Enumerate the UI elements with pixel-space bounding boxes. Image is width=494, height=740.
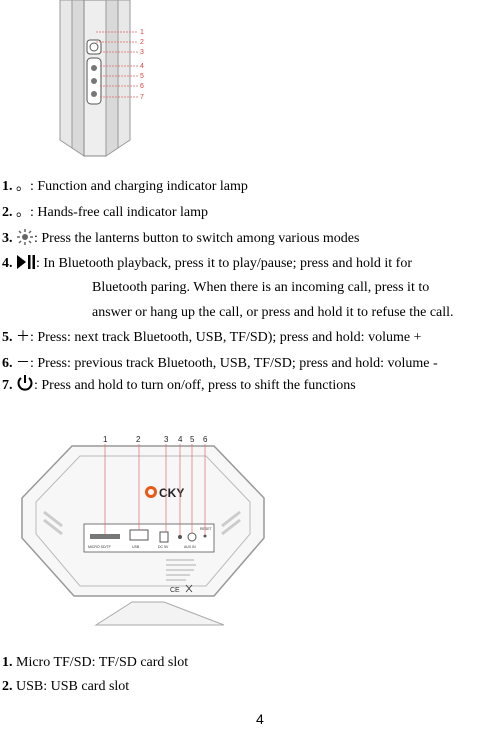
list-item-6: 6. －: Press: previous track Bluetooth, U… bbox=[2, 356, 438, 371]
port-label: DC 5V bbox=[158, 545, 169, 549]
callout-label: 2 bbox=[136, 435, 141, 444]
ce-mark: CE bbox=[170, 587, 180, 594]
callout-label: 6 bbox=[140, 83, 144, 90]
brand-logo: CKY bbox=[145, 486, 184, 500]
play-pause-icon bbox=[17, 255, 35, 269]
callout-label: 5 bbox=[140, 73, 144, 80]
plus-symbol: ＋ bbox=[16, 330, 30, 345]
indicator-dot-symbol: 。 bbox=[16, 179, 30, 194]
callout-label: 7 bbox=[140, 94, 144, 101]
svg-text:CKY: CKY bbox=[159, 486, 184, 500]
list-item-4-continuation: answer or hang up the call, or press and… bbox=[92, 305, 454, 320]
list-item-7: 7. : Press and hold to turn on/off, pres… bbox=[2, 374, 356, 395]
callout-label: 1 bbox=[140, 29, 144, 36]
callout-label: 4 bbox=[178, 435, 183, 444]
power-icon bbox=[17, 375, 33, 391]
minus-symbol: － bbox=[16, 356, 30, 371]
callout-label: 5 bbox=[190, 435, 195, 444]
port-label: RESET bbox=[200, 527, 213, 531]
device-bottom-view-figure: MICRO SD/TF USB DC 5V AUX IN RESET CKY C… bbox=[21, 435, 265, 626]
device-side-view-figure: 1 2 3 4 5 6 7 bbox=[59, 0, 144, 157]
callout-label: 6 bbox=[203, 435, 208, 444]
list-item-4: 4. : In Bluetooth playback, press it to … bbox=[2, 255, 412, 271]
list-item-1: 1. 。: Function and charging indicator la… bbox=[2, 179, 248, 194]
port-label: MICRO SD/TF bbox=[88, 545, 111, 549]
list-item-4-continuation: Bluetooth paring. When there is an incom… bbox=[92, 280, 430, 295]
callout-label: 4 bbox=[140, 63, 144, 70]
indicator-dot-symbol: 。 bbox=[16, 205, 30, 220]
sun-burst-icon bbox=[17, 229, 33, 245]
port-label: AUX IN bbox=[184, 545, 196, 549]
callout-label: 3 bbox=[140, 49, 144, 56]
list-item-5: 5. ＋: Press: next track Bluetooth, USB, … bbox=[2, 330, 422, 345]
callout-label: 2 bbox=[140, 39, 144, 46]
callout-label: 3 bbox=[164, 435, 169, 444]
list-item-slot-1: 1. Micro TF/SD: TF/SD card slot bbox=[2, 655, 189, 670]
callout-label: 1 bbox=[103, 435, 108, 444]
list-item-2: 2. 。: Hands-free call indicator lamp bbox=[2, 205, 209, 220]
page-number: 4 bbox=[256, 711, 264, 727]
list-item-3: 3. : Press the lanterns button to switch… bbox=[2, 229, 360, 246]
port-label: USB bbox=[132, 545, 140, 549]
list-item-slot-2: 2. USB: USB card slot bbox=[2, 679, 130, 694]
